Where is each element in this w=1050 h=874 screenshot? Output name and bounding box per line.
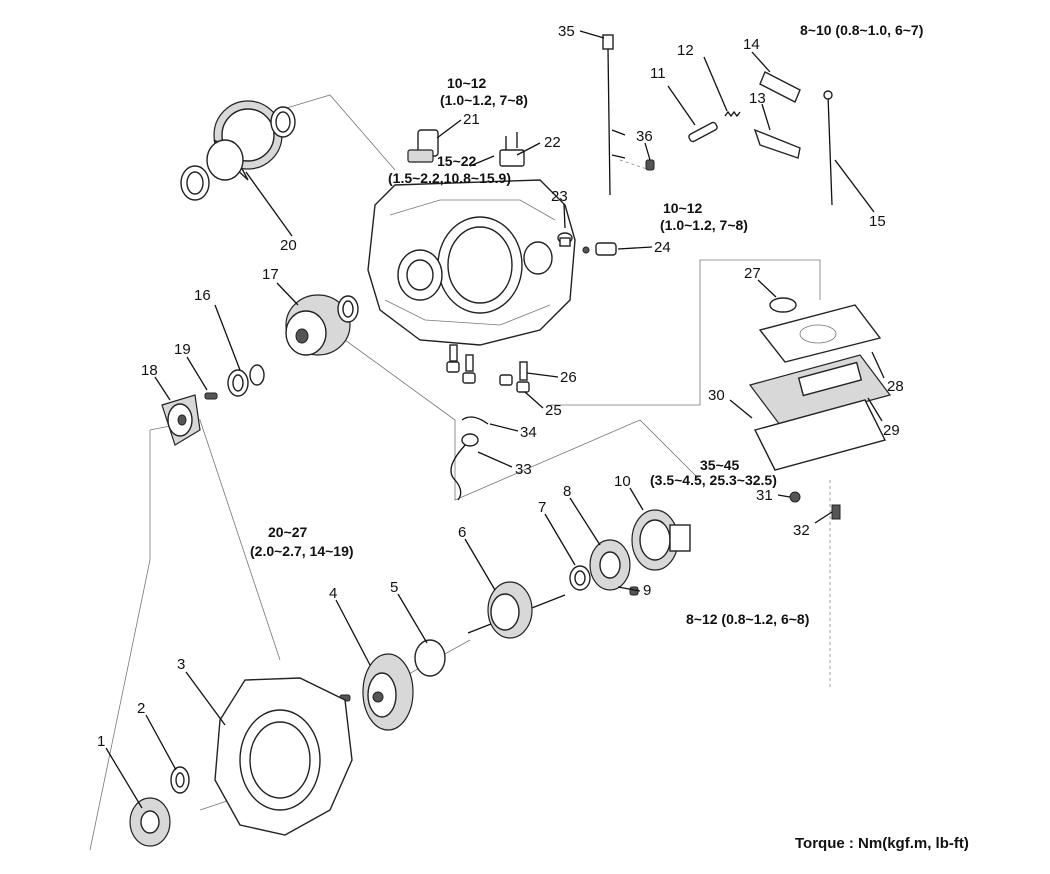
torque-22-line1: 15~22 xyxy=(437,153,477,169)
part-29-valve-body xyxy=(748,354,892,426)
callout-7: 7 xyxy=(538,499,546,516)
part-18-oil-seal-cover xyxy=(161,394,201,446)
callout-numbers: 1 2 3 4 5 6 7 8 9 10 11 12 13 14 15 16 1… xyxy=(97,23,904,750)
torque-9: 8~12 (0.8~1.2, 6~8) xyxy=(686,611,809,627)
callout-35: 35 xyxy=(558,23,575,40)
callout-34: 34 xyxy=(520,424,537,441)
part-10-transfer-driven-gear xyxy=(631,509,691,571)
part-28-oil-filter xyxy=(758,304,882,363)
part-15-rod xyxy=(823,90,833,206)
callout-27: 27 xyxy=(744,265,761,282)
part-17-differential xyxy=(285,294,359,356)
callout-29: 29 xyxy=(883,422,900,439)
torque-units-legend: Torque : Nm(kgf.m, lb-ft) xyxy=(795,835,969,852)
callout-24: 24 xyxy=(654,239,671,256)
callout-19: 19 xyxy=(174,341,191,358)
torque-top-right: 8~10 (0.8~1.0, 6~7) xyxy=(800,22,923,38)
part-5-o-ring xyxy=(414,639,446,677)
callout-30: 30 xyxy=(708,387,725,404)
part-12-spring xyxy=(724,110,741,118)
callout-20: 20 xyxy=(280,237,297,254)
part-34-clip xyxy=(461,416,489,425)
part-35-oil-level-gauge xyxy=(602,34,626,196)
callout-2: 2 xyxy=(137,700,145,717)
part-7-snap-ring xyxy=(569,565,591,591)
part-1-hub xyxy=(129,797,171,847)
callout-8: 8 xyxy=(563,483,571,500)
callout-32: 32 xyxy=(793,522,810,539)
part-24-sensor xyxy=(582,242,617,256)
callout-12: 12 xyxy=(677,42,694,59)
torque-specs: 8~10 (0.8~1.0, 6~7) 10~12 (1.0~1.2, 7~8)… xyxy=(250,22,923,627)
part-23-plug xyxy=(557,232,573,247)
torque-24-line2: (1.0~1.2, 7~8) xyxy=(660,217,748,233)
part-8-gear xyxy=(589,539,631,591)
callout-15: 15 xyxy=(869,213,886,230)
callout-22: 22 xyxy=(544,134,561,151)
callout-36: 36 xyxy=(636,128,653,145)
assembly-guide-lines xyxy=(89,94,831,851)
part-13-lever xyxy=(753,128,801,159)
callout-16: 16 xyxy=(194,287,211,304)
callout-9: 9 xyxy=(643,582,651,599)
part-2-oil-seal xyxy=(170,766,190,794)
part-27-o-ring xyxy=(769,297,797,313)
callout-33: 33 xyxy=(515,461,532,478)
part-30-separating-plate xyxy=(753,399,887,471)
part-20-differential-gear xyxy=(180,100,296,201)
torque-31-line2: (3.5~4.5, 25.3~32.5) xyxy=(650,472,777,488)
torque-21-line1: 10~12 xyxy=(447,75,487,91)
part-31-bolt xyxy=(789,491,801,503)
callout-10: 10 xyxy=(614,473,631,490)
torque-4-line2: (2.0~2.7, 14~19) xyxy=(250,543,354,559)
part-33-harness xyxy=(450,433,479,501)
part-22-bracket xyxy=(499,132,525,167)
torque-4-line1: 20~27 xyxy=(268,524,308,540)
part-36-bolt xyxy=(645,159,655,171)
callout-25: 25 xyxy=(545,402,562,419)
callout-11: 11 xyxy=(650,65,666,82)
transaxle-case xyxy=(367,179,576,346)
callout-6: 6 xyxy=(458,524,466,541)
callout-5: 5 xyxy=(390,579,398,596)
callout-28: 28 xyxy=(887,378,904,395)
part-16-bearing-race xyxy=(227,364,265,397)
torque-24-line1: 10~12 xyxy=(663,200,703,216)
callout-17: 17 xyxy=(262,266,279,283)
part-32-bolt xyxy=(831,504,841,520)
parts-25-26-springs-plugs xyxy=(446,344,530,393)
part-19-pin xyxy=(204,392,218,400)
torque-22-line2: (1.5~2.2,10.8~15.9) xyxy=(388,170,511,186)
part-3-converter-housing xyxy=(214,677,353,836)
callout-31: 31 xyxy=(756,487,773,504)
part-14-bracket xyxy=(759,71,801,103)
torque-21-line2: (1.0~1.2, 7~8) xyxy=(440,92,528,108)
callout-26: 26 xyxy=(560,369,577,386)
callout-1: 1 xyxy=(97,733,105,750)
callout-23: 23 xyxy=(551,188,568,205)
callout-13: 13 xyxy=(749,90,766,107)
callout-18: 18 xyxy=(141,362,158,379)
leader-lines xyxy=(105,30,885,809)
callout-3: 3 xyxy=(177,656,185,673)
part-11-pin xyxy=(688,121,718,143)
part-6-shaft-drum xyxy=(467,581,566,639)
part-21-speed-sensor xyxy=(407,129,439,163)
part-4-oil-pump xyxy=(362,653,414,731)
callout-14: 14 xyxy=(743,36,760,53)
torque-31-line1: 35~45 xyxy=(700,457,740,473)
callout-21: 21 xyxy=(463,111,480,128)
callout-4: 4 xyxy=(329,585,337,602)
